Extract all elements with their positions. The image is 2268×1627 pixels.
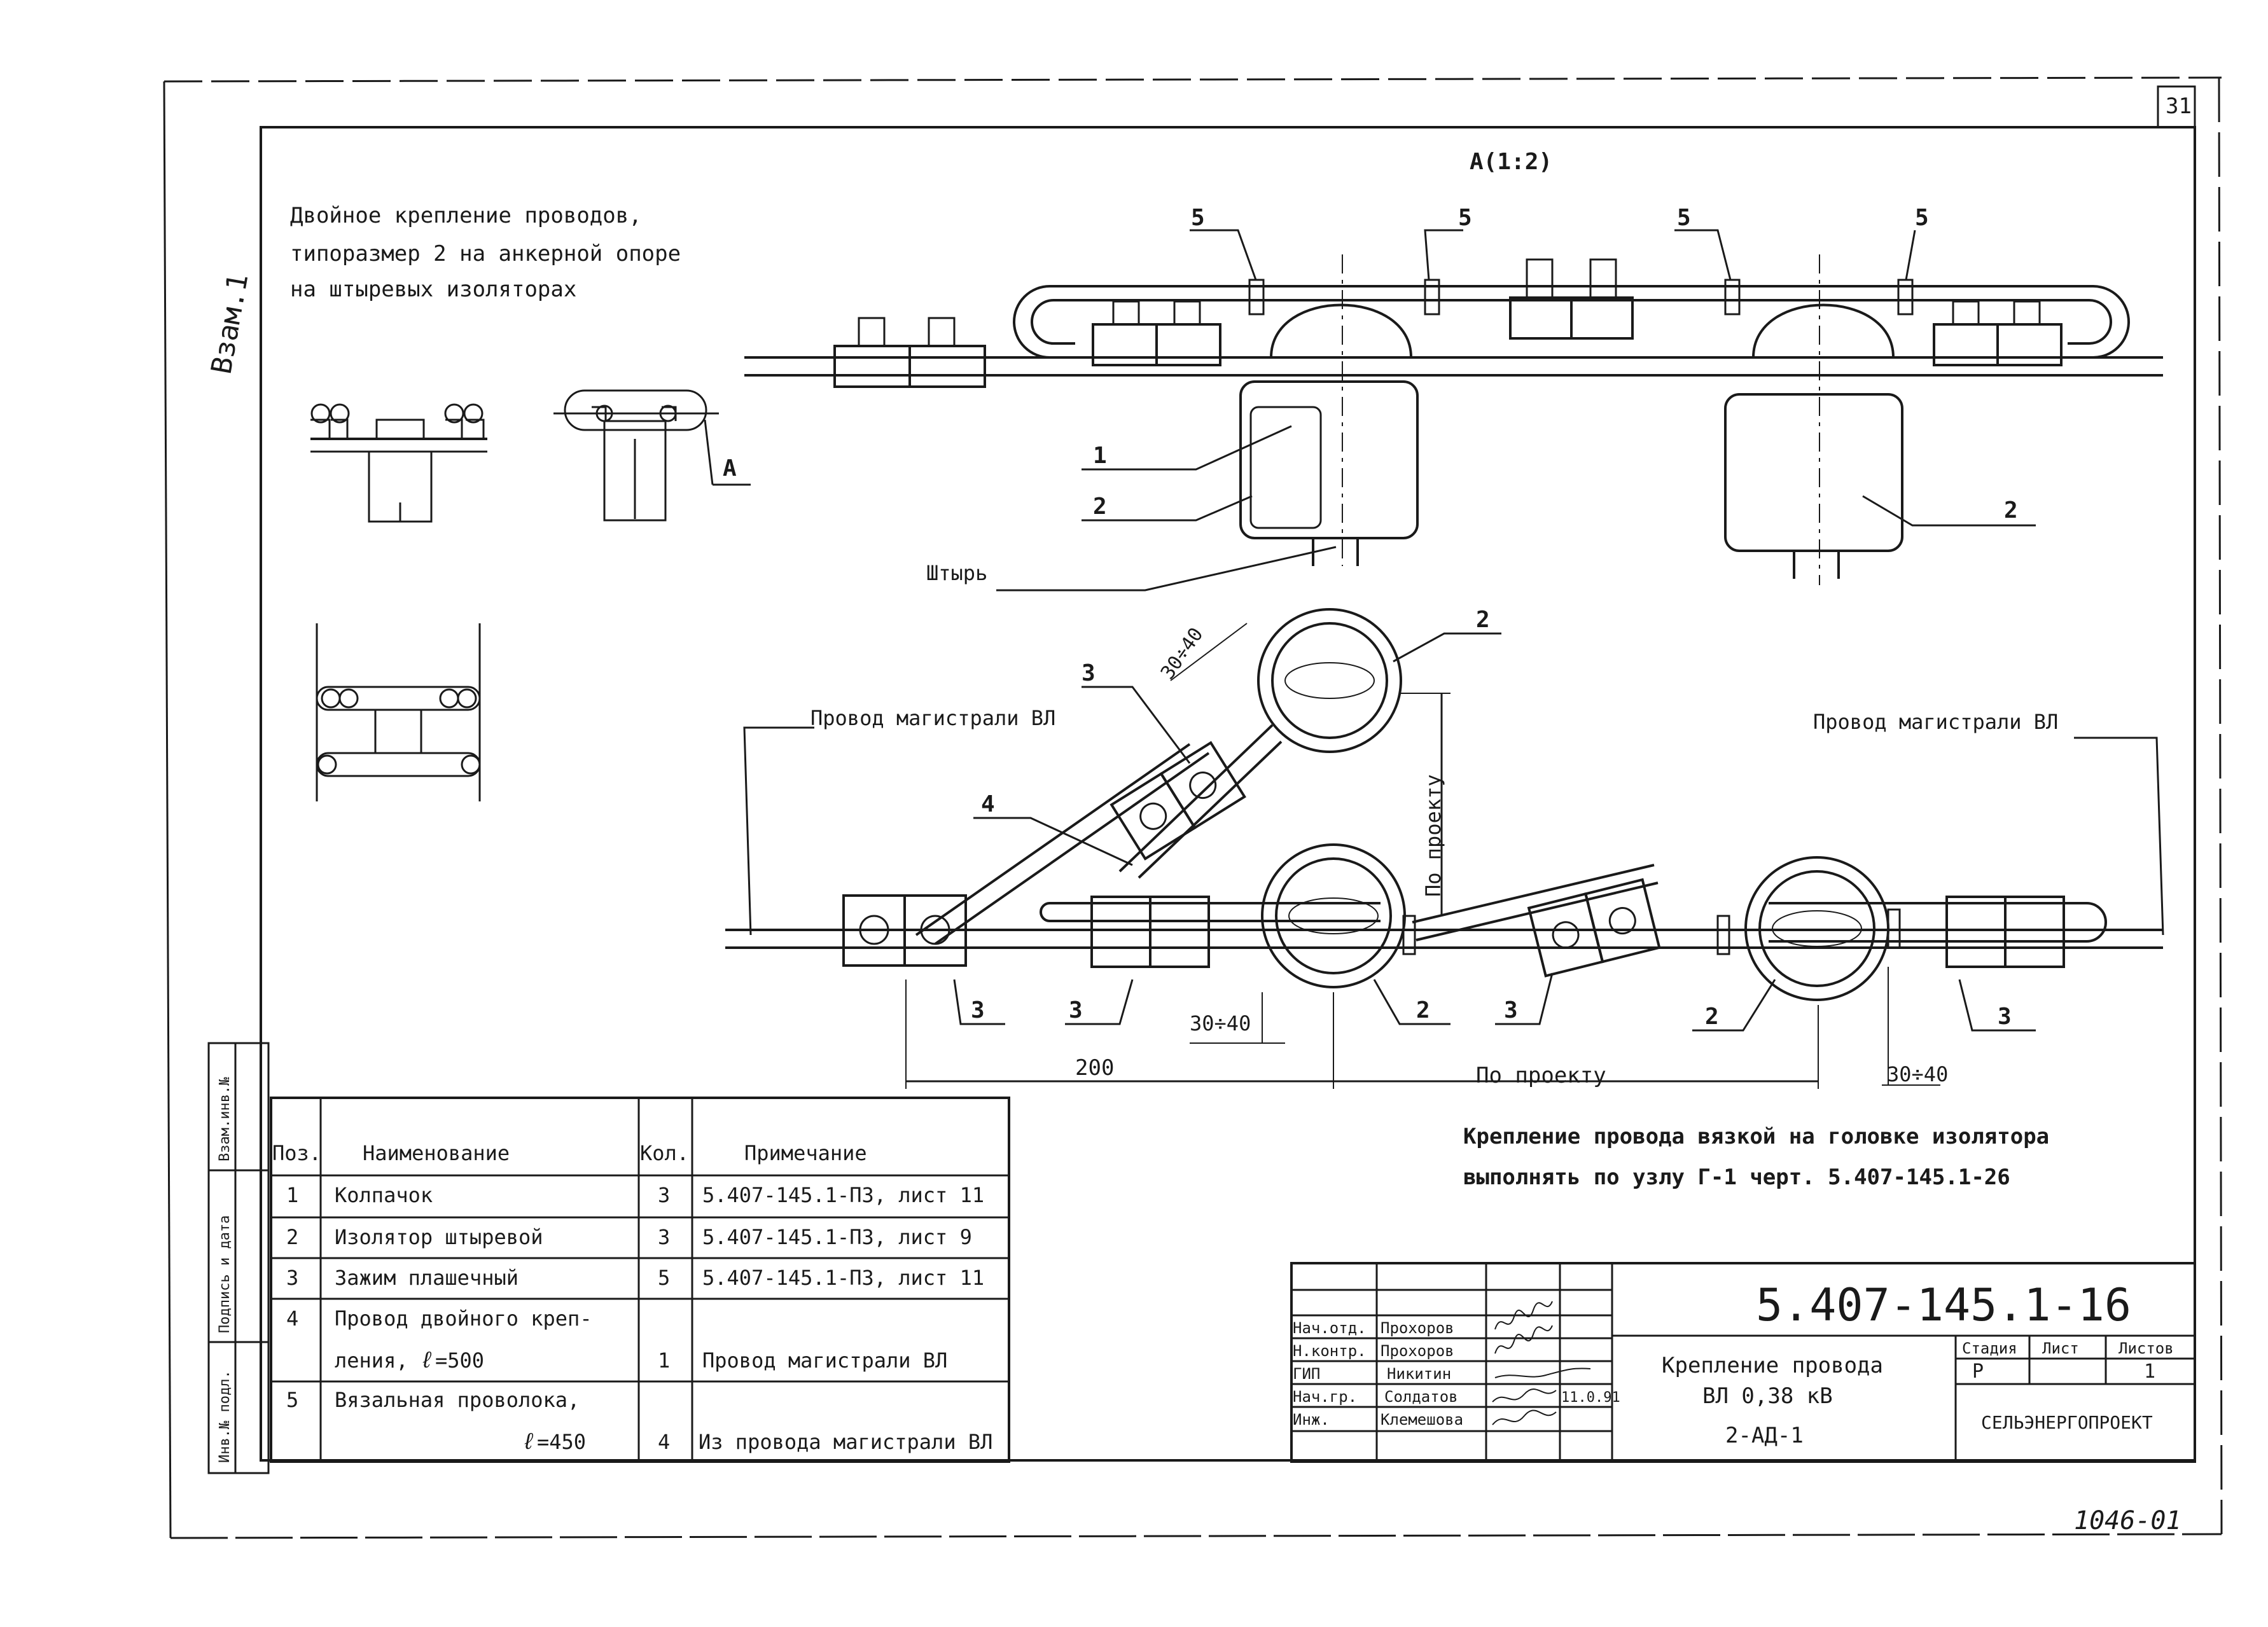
signature-marks bbox=[1492, 1301, 1591, 1425]
role-5: Инж. bbox=[1293, 1411, 1330, 1429]
pos-2-label-c: 2 bbox=[1476, 607, 1490, 633]
side-stamp-inv: Инв.№ подл. bbox=[217, 1370, 233, 1463]
spec-row-3-pos: 3 bbox=[286, 1266, 298, 1290]
spec-row-2-qty: 3 bbox=[658, 1225, 670, 1249]
spec-row-2-note: 5.407-145.1-ПЗ, лист 9 bbox=[702, 1225, 972, 1249]
description-line-1: Двойное крепление проводов, bbox=[290, 203, 642, 228]
title-line-2: ВЛ 0,38 кВ bbox=[1702, 1383, 1833, 1409]
role-4-date: 11.0.91 bbox=[1561, 1390, 1620, 1406]
dim-200: 200 bbox=[1075, 1055, 1114, 1081]
spec-row-1-qty: 3 bbox=[658, 1183, 670, 1207]
pos-2-label-e: 2 bbox=[1705, 1004, 1719, 1030]
spec-row-4-note: Провод магистрали ВЛ bbox=[702, 1348, 947, 1373]
spec-row-4-pos: 4 bbox=[286, 1306, 298, 1331]
dim-30-40-b: 30÷40 bbox=[1887, 1062, 1948, 1086]
plan-view: Провод магистрали ВЛ Провод магистрали В… bbox=[725, 607, 2164, 1089]
note-line-2: выполнять по узлу Г-1 черт. 5.407-145.1-… bbox=[1463, 1165, 2010, 1190]
role-1-name: Прохоров bbox=[1381, 1319, 1454, 1337]
sheets-value: 1 bbox=[2144, 1360, 2155, 1383]
description-line-3: на штыревых изоляторах bbox=[290, 277, 576, 302]
pos-1-label: 1 bbox=[1093, 443, 1107, 469]
spec-row-3-note: 5.407-145.1-ПЗ, лист 11 bbox=[702, 1266, 984, 1290]
note-line-1: Крепление провода вязкой на головке изол… bbox=[1463, 1124, 2049, 1149]
spec-row-4-length: =500 bbox=[435, 1348, 484, 1373]
pos-3-label-a: 3 bbox=[1082, 660, 1096, 686]
leader-label-a: А bbox=[723, 455, 737, 481]
main-line-label-right: Провод магистрали ВЛ bbox=[1813, 710, 2058, 734]
spec-row-2-name: Изолятор штыревой bbox=[335, 1225, 543, 1249]
title-line-1: Крепление провода bbox=[1662, 1353, 1883, 1378]
pos-2-label-b: 2 bbox=[2004, 497, 2018, 523]
title-block: 5.407-145.1-16 Нач.отд. Прохоров Н.контр… bbox=[1290, 1262, 2196, 1463]
spec-row-1-note: 5.407-145.1-ПЗ, лист 11 bbox=[702, 1183, 984, 1207]
schematic-plan-view bbox=[316, 623, 481, 801]
spec-row-1-pos: 1 bbox=[286, 1183, 298, 1207]
organization: СЕЛЬЭНЕРГОПРОЕКТ bbox=[1981, 1412, 2153, 1433]
side-stamp-signature: Подпись и дата bbox=[217, 1215, 233, 1333]
schematic-side-view: А bbox=[553, 389, 751, 522]
spec-row-3-name: Зажим плашечный bbox=[335, 1266, 518, 1290]
spec-row-4-qty: 1 bbox=[658, 1348, 670, 1373]
pos-5-label-b: 5 bbox=[1458, 205, 1472, 231]
spec-row-5-note: Из провода магистрали ВЛ bbox=[699, 1430, 992, 1454]
pos-3-label-e: 3 bbox=[1998, 1004, 2012, 1030]
spec-row-5-pos: 5 bbox=[286, 1388, 298, 1412]
view-label: А(1:2) bbox=[1470, 149, 1552, 175]
spec-row-4-name-cont: ления, bbox=[335, 1348, 408, 1373]
pos-5-label-c: 5 bbox=[1677, 205, 1691, 231]
stage-header: Стадия bbox=[1962, 1340, 2017, 1357]
page-number: 31 bbox=[2166, 93, 2192, 119]
spec-row-5-qty: 4 bbox=[658, 1430, 670, 1454]
sheet-frame: 31 bbox=[163, 76, 2223, 1539]
archive-number: 1046-01 bbox=[2074, 1506, 2181, 1535]
sheet-header: Лист bbox=[2042, 1340, 2079, 1357]
pin-label: Штырь bbox=[926, 561, 987, 585]
spec-row-3-qty: 5 bbox=[658, 1266, 670, 1290]
pos-3-label-d: 3 bbox=[1504, 997, 1518, 1023]
dim-per-project-vertical: По проекту bbox=[1421, 774, 1445, 897]
role-3: ГИП bbox=[1293, 1365, 1320, 1383]
sheets-header: Листов bbox=[2118, 1340, 2174, 1357]
spec-table: Поз. Наименование Кол. Примечание 1 Колп… bbox=[270, 1097, 1010, 1463]
spec-header-name: Наименование bbox=[363, 1141, 510, 1165]
dim-30-40-c: 30÷40 bbox=[1157, 624, 1207, 684]
stage-value: Р bbox=[1972, 1360, 1984, 1383]
side-stamp: Инв.№ подл. Подпись и дата Взам.инв.№ bbox=[207, 1042, 270, 1474]
pos-2-label-a: 2 bbox=[1093, 494, 1107, 520]
role-2: Н.контр. bbox=[1293, 1342, 1367, 1360]
side-stamp-replace: Взам.инв.№ bbox=[217, 1077, 233, 1161]
spec-row-4-name: Провод двойного креп- bbox=[335, 1306, 592, 1331]
description-line-2: типоразмер 2 на анкерной опоре bbox=[290, 241, 681, 267]
role-4-name: Солдатов bbox=[1384, 1388, 1458, 1406]
role-2-name: Прохоров bbox=[1381, 1342, 1454, 1360]
role-4: Нач.гр. bbox=[1293, 1388, 1357, 1406]
role-3-name: Никитин bbox=[1387, 1365, 1451, 1383]
spec-row-4-length-symbol: ℓ bbox=[420, 1347, 434, 1373]
role-5-name: Клемешова bbox=[1381, 1411, 1463, 1429]
pos-5-label-a: 5 bbox=[1191, 205, 1205, 231]
dim-per-project-horizontal: По проекту bbox=[1476, 1063, 1606, 1088]
spec-row-5-name: Вязальная проволока, bbox=[335, 1388, 580, 1412]
marginal-note: Взам.1 bbox=[205, 272, 255, 377]
spec-header-pos: Поз. bbox=[272, 1141, 321, 1165]
pos-2-label-d: 2 bbox=[1416, 997, 1430, 1023]
pos-3-label-b: 3 bbox=[971, 997, 985, 1023]
main-line-label-left: Провод магистрали ВЛ bbox=[810, 706, 1055, 730]
spec-row-1-name: Колпачок bbox=[335, 1183, 433, 1207]
title-line-3: 2-АД-1 bbox=[1725, 1423, 1804, 1448]
spec-row-5-length-symbol: ℓ bbox=[522, 1429, 536, 1455]
role-1: Нач.отд. bbox=[1293, 1319, 1367, 1337]
spec-header-qty: Кол. bbox=[640, 1141, 689, 1165]
pos-5-label-d: 5 bbox=[1915, 205, 1929, 231]
spec-header-note: Примечание bbox=[744, 1141, 867, 1165]
drawing-code: 5.407-145.1-16 bbox=[1756, 1279, 2131, 1331]
schematic-front-view bbox=[310, 403, 487, 523]
pos-3-label-c: 3 bbox=[1069, 997, 1083, 1023]
dim-30-40-a: 30÷40 bbox=[1190, 1011, 1251, 1035]
spec-row-2-pos: 2 bbox=[286, 1225, 298, 1249]
spec-row-5-length: =450 bbox=[537, 1430, 586, 1454]
pos-4-label: 4 bbox=[981, 791, 995, 817]
elevation-view-a: 5 5 5 5 1 2 2 Штырь bbox=[744, 205, 2163, 592]
